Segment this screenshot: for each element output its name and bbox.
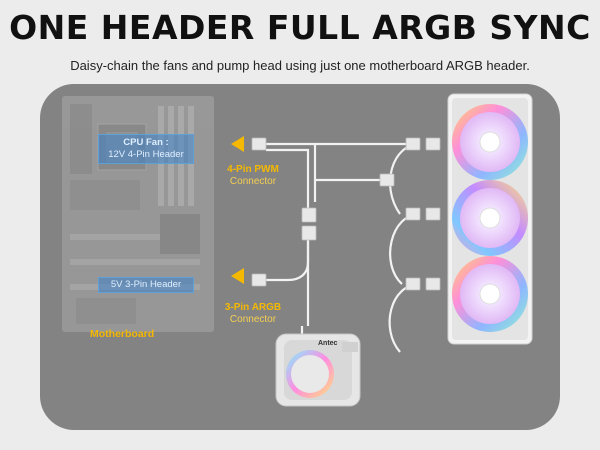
cpu-fan-header-subtitle: 12V 4-Pin Header xyxy=(108,149,184,160)
page-title: ONE HEADER FULL ARGB SYNC xyxy=(9,8,591,47)
page-subtitle: Daisy-chain the fans and pump head using… xyxy=(70,58,530,73)
argb-arrow-icon xyxy=(231,268,244,284)
argb-connector-label: 3-Pin ARGB Connector xyxy=(216,302,290,326)
cpu-fan-header-title: CPU Fan : xyxy=(123,137,169,148)
diagram-artwork xyxy=(62,93,533,407)
fan-middle-icon xyxy=(452,180,528,256)
fan-bottom-icon xyxy=(452,256,528,332)
pwm-connector-subtitle: Connector xyxy=(229,176,277,187)
radiator-fans xyxy=(447,93,533,345)
pump-brand-logo: Antec xyxy=(318,340,338,347)
argb-connector-subtitle: Connector xyxy=(229,314,277,325)
argb-connector-title: 3-Pin ARGB xyxy=(224,302,282,313)
argb-header-box: 5V 3-Pin Header xyxy=(98,277,194,293)
pwm-connector-label: 4-Pin PWM Connector xyxy=(218,164,288,188)
pwm-arrow-icon xyxy=(231,136,244,152)
pump-head-icon xyxy=(275,333,361,407)
cable-lines xyxy=(266,142,421,353)
diagram-panel: CPU Fan : 12V 4-Pin Header 5V 3-Pin Head… xyxy=(40,84,560,430)
pwm-connector-title: 4-Pin PWM xyxy=(227,164,279,175)
fan-top-icon xyxy=(452,104,528,180)
motherboard-label: Motherboard xyxy=(90,328,155,340)
connector-plugs xyxy=(251,137,441,291)
motherboard-image xyxy=(62,96,214,332)
cpu-fan-header-box: CPU Fan : 12V 4-Pin Header xyxy=(98,134,194,164)
